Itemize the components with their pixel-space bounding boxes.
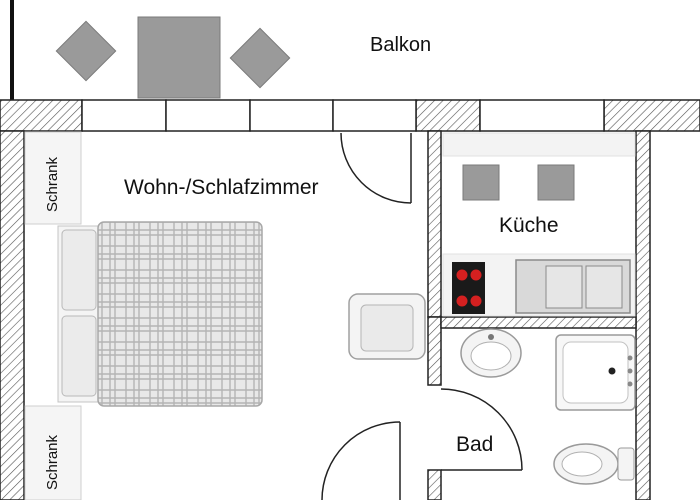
cooktop-burner: [456, 269, 468, 281]
wall-top-mid: [415, 99, 481, 132]
shower-drain: [608, 367, 616, 375]
double-bed: [57, 221, 263, 407]
wall-partition-mid: [427, 316, 442, 386]
wall-top-left: [0, 99, 83, 132]
door-entrance: [321, 421, 401, 500]
kitchen-label: Küche: [499, 214, 559, 237]
wardrobe-top: [24, 131, 82, 225]
wall-top-right: [603, 99, 700, 132]
cooktop-burner: [470, 269, 482, 281]
living-room: Schrank Schrank Wohn-/Schlafzimmer: [24, 131, 426, 500]
balcony-label: Balkon: [370, 34, 431, 56]
armchair: [348, 293, 426, 360]
balcony-chair-right: [229, 27, 291, 89]
door-bathroom: [440, 388, 523, 471]
wardrobe-bottom-label: Schrank: [44, 434, 61, 490]
kitchen-stool-right: [537, 164, 575, 201]
wall-right: [635, 130, 651, 500]
cooktop-burner: [456, 295, 468, 307]
bathroom-label: Bad: [456, 433, 493, 456]
toilet: [553, 443, 635, 485]
bed-duvet: [97, 221, 263, 407]
cooktop-burner: [470, 295, 482, 307]
window-living: [81, 99, 417, 132]
window-kitchen: [479, 99, 605, 132]
kitchen-sink: [515, 259, 631, 314]
pillow-top: [61, 229, 97, 311]
balcony-chair-left: [55, 20, 117, 82]
pillow-bottom: [61, 315, 97, 397]
door-balcony: [340, 132, 412, 204]
kitchen: Küche: [442, 132, 636, 317]
kitchen-counter-top: [442, 132, 636, 157]
shower-tray: [555, 334, 636, 411]
cooktop: [452, 262, 485, 314]
balcony: Balkon: [10, 0, 431, 100]
wall-partition-lower: [427, 469, 442, 500]
balcony-table: [137, 16, 221, 99]
wardrobe-bottom: [24, 405, 82, 500]
bathroom: Bad: [440, 328, 636, 485]
wall-partition-upper: [427, 130, 442, 318]
kitchen-stool-left: [462, 164, 500, 201]
wall-left: [0, 130, 25, 500]
washbasin: [460, 328, 522, 378]
walls: [0, 99, 700, 500]
wall-kitchen-bath: [440, 316, 637, 329]
wardrobe-top-label: Schrank: [44, 156, 61, 212]
living-room-label: Wohn-/Schlafzimmer: [124, 176, 319, 199]
